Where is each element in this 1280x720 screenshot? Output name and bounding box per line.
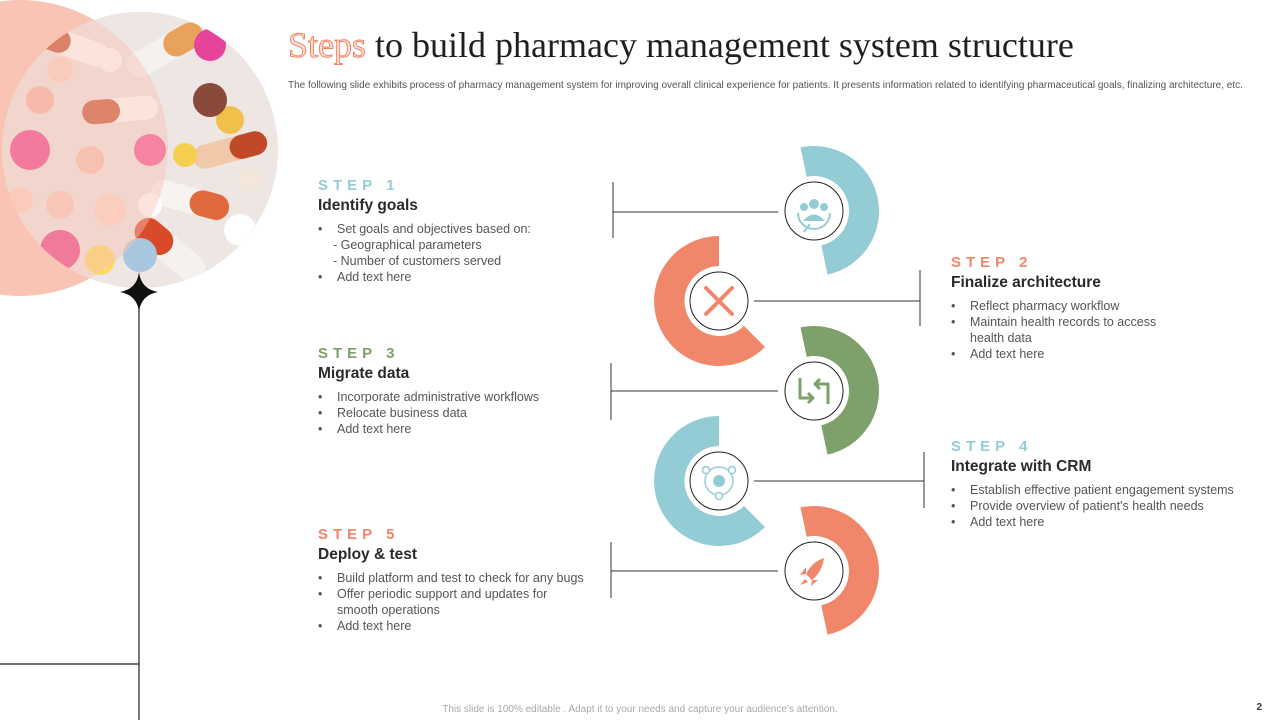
step-1-label: STEP 1 [318, 177, 400, 194]
step-2-label: STEP 2 [951, 254, 1033, 271]
icon-circle-step-4 [689, 451, 749, 511]
list-item: Provide overview of patient's health nee… [951, 498, 1261, 514]
decorative-graphic [0, 0, 278, 720]
sparkle-icon [120, 272, 158, 312]
list-item: Add text here [318, 618, 578, 634]
footer-note: This slide is 100% editable . Adapt it t… [442, 704, 838, 715]
step-5-label: STEP 5 [318, 526, 400, 543]
step-4-heading: Integrate with CRM [951, 458, 1092, 475]
step-2-list: Reflect pharmacy workflow Maintain healt… [951, 298, 1191, 362]
list-item: Reflect pharmacy workflow [951, 298, 1191, 314]
step-4-list: Establish effective patient engagement s… [951, 482, 1261, 530]
list-item: Add text here [318, 269, 598, 285]
icon-circle-step-2 [689, 271, 749, 331]
pills-photo [2, 12, 278, 288]
team-icon [797, 199, 831, 233]
icon-circle-step-5 [784, 541, 844, 601]
step-5-list: Build platform and test to check for any… [318, 570, 584, 634]
list-item: Incorporate administrative workflows [318, 389, 598, 405]
list-item: Add text here [951, 346, 1191, 362]
page-subtitle: The following slide exhibits process of … [288, 80, 1243, 91]
icon-circle-step-1 [784, 181, 844, 241]
step-4-label: STEP 4 [951, 438, 1033, 455]
step-2-block: STEP 2 Finalize architecture Reflect pha… [951, 254, 1251, 362]
list-item: Offer periodic support and updates for s… [318, 586, 578, 618]
step-1-heading: Identify goals [318, 197, 418, 214]
list-item: - Geographical parameters [333, 238, 482, 252]
page-title: Steps to build pharmacy management syste… [287, 24, 1074, 66]
list-item: Build platform and test to check for any… [318, 570, 584, 586]
tools-icon [704, 286, 734, 316]
step-1-list: Set goals and objectives based on: - Geo… [318, 221, 598, 285]
list-item: - Number of customers served [333, 254, 502, 268]
page-number: 2 [1256, 702, 1262, 713]
icon-circle-step-3 [784, 361, 844, 421]
step-5-heading: Deploy & test [318, 546, 418, 563]
step-5-block: STEP 5 Deploy & test Build platform and … [318, 526, 608, 634]
transfer-arrows-icon [798, 377, 830, 405]
list-item: Relocate business data [318, 405, 598, 421]
step-3-list: Incorporate administrative workflows Rel… [318, 389, 598, 437]
list-item: Set goals and objectives based on: [318, 221, 598, 237]
connector-lines [610, 182, 925, 598]
network-icon [701, 465, 737, 501]
step-3-block: STEP 3 Migrate data Incorporate administ… [318, 345, 598, 437]
list-item: Add text here [951, 514, 1261, 530]
list-item: Maintain health records to access health… [951, 314, 1191, 346]
step-3-heading: Migrate data [318, 365, 410, 382]
list-item: Establish effective patient engagement s… [951, 482, 1261, 498]
step-1-block: STEP 1 Identify goals Set goals and obje… [318, 177, 598, 285]
list-item: Add text here [318, 421, 598, 437]
rocket-icon [800, 558, 824, 586]
step-2-heading: Finalize architecture [951, 274, 1101, 291]
step-3-label: STEP 3 [318, 345, 400, 362]
step-4-block: STEP 4 Integrate with CRM Establish effe… [951, 438, 1261, 530]
page-title-highlight: Steps [287, 25, 367, 66]
page-title-rest: to build pharmacy management system stru… [366, 25, 1074, 65]
